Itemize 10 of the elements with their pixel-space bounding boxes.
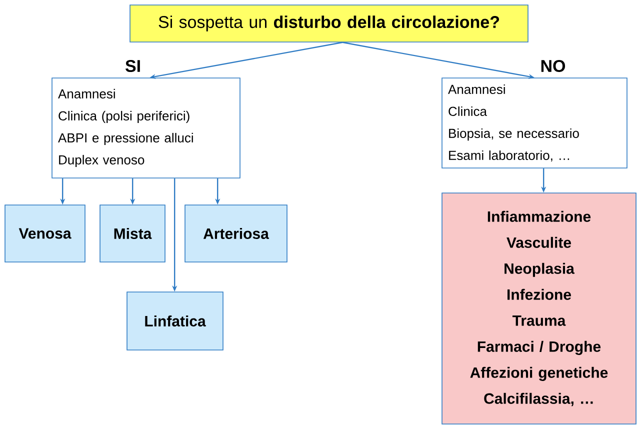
- list-box: Anamnesi Clinica (polsi periferici) ABPI e pressione alluci Duplex venoso: [52, 78, 240, 178]
- edge-label: SI: [125, 60, 140, 72]
- list-box: Anamnesi Clinica Biopsia, se necessario Esami laboratorio, …: [442, 78, 628, 168]
- category-box: Arteriosa: [184, 204, 288, 262]
- category-box: Mista: [100, 204, 166, 262]
- category-box: Linfatica: [126, 292, 224, 350]
- edge-label: NO: [541, 60, 566, 72]
- question-box: Si sospetta un disturbo della circolazione?: [130, 4, 528, 42]
- category-box: Venosa: [4, 204, 86, 262]
- causes-box: Infiammazione Vasculite Neoplasia Infezione Trauma Farmaci / Droghe Affezioni genetiche Calcifilassia, …: [442, 192, 636, 424]
